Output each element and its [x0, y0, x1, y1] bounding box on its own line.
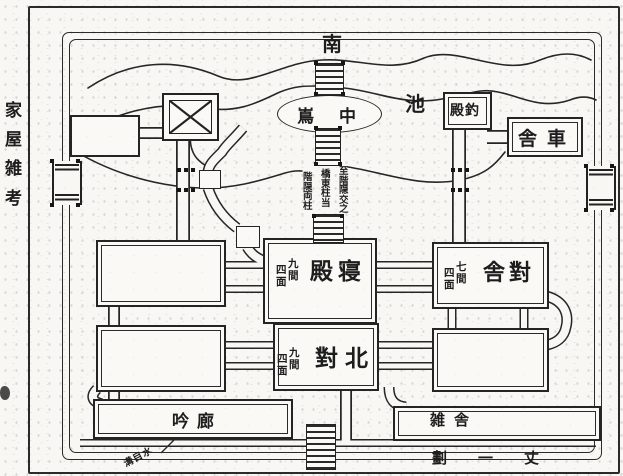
pillar-dot — [50, 203, 54, 207]
scale-bar — [306, 424, 336, 470]
shinden-note-left: 四面 — [276, 264, 287, 289]
building-kitanotai — [273, 323, 379, 391]
bridge-note-col-left: 階隠両柱 — [303, 172, 313, 212]
bridge-note-col-middle: 橋東柱当 — [321, 169, 331, 209]
pillar-dot — [177, 168, 181, 172]
pillar-dot — [191, 188, 195, 192]
building-shinden — [263, 238, 377, 324]
small-corridor-box-b — [236, 226, 260, 248]
building-east-tai-lower — [432, 328, 549, 392]
kitanotai-note-left: 四面 — [277, 353, 288, 378]
pillar-dot — [312, 214, 316, 218]
pillar-dot — [314, 126, 318, 130]
pillar-dot — [451, 188, 455, 192]
shinden-label: 殿寝 — [310, 258, 366, 285]
tainoya-note-left: 四面 — [444, 267, 455, 292]
pillar-dot — [451, 168, 455, 172]
pond-label: 池 — [405, 92, 425, 116]
bridge-note-col-right: 至階隠交之 — [339, 166, 349, 215]
pillar-dot — [584, 208, 588, 212]
crossed-pavilion-izumidono — [162, 93, 219, 141]
tsuridono-label: 殿釣 — [450, 103, 480, 119]
kitanotai-note-right: 九間 — [289, 347, 300, 372]
corridors — [78, 123, 598, 447]
small-west-outbuilding — [70, 115, 140, 157]
pillar-dot — [76, 159, 80, 163]
pillar-dot — [191, 168, 195, 172]
bottom-left-hall-label: 吟廊 — [172, 412, 222, 432]
pond-island — [277, 95, 382, 133]
small-corridor-box-a — [199, 170, 221, 189]
pillar-dot — [341, 61, 345, 65]
pillar-dot — [184, 168, 188, 172]
building-west-tai-lower — [96, 325, 226, 392]
scale-note: 劃一丈 — [432, 449, 571, 467]
pillar-dot — [314, 61, 318, 65]
compass-south-label: 南 — [322, 32, 342, 56]
west-gate — [52, 161, 82, 205]
pillar-dot — [465, 168, 469, 172]
pillar-dot — [610, 208, 614, 212]
water-note-leader-line — [160, 437, 177, 454]
pillar-dot — [76, 203, 80, 207]
building-west-tai-upper — [96, 240, 226, 307]
pillar-dot — [584, 164, 588, 168]
building-bottom-left-hall — [93, 399, 293, 439]
shinden-note-right: 九間 — [288, 258, 299, 283]
pillar-dot — [610, 164, 614, 168]
pillar-dot — [338, 162, 342, 166]
pillar-dot — [458, 168, 462, 172]
island-bridge-lower — [315, 128, 341, 166]
tainoya-note-right: 七間 — [456, 261, 467, 286]
tainoya-label: 舎對 — [483, 260, 536, 286]
outer-frame — [28, 6, 620, 474]
bottom-right-hall-label: 雑舎 — [430, 411, 479, 429]
x-cross-mark — [169, 100, 212, 134]
building-tainoya — [432, 242, 549, 309]
margin-book-title: 家屋雑考 — [5, 101, 22, 209]
pillar-dot — [340, 214, 344, 218]
island-bridge-upper — [315, 63, 344, 96]
building-tsuridono — [443, 92, 492, 130]
island-label: 嶌中 — [297, 107, 381, 127]
kurumayadori-label: 舎車 — [518, 128, 577, 150]
pillar-dot — [50, 159, 54, 163]
margin-smudge — [0, 386, 10, 400]
crossed-pavilion-inner — [169, 100, 212, 134]
building-kurumayadori — [507, 117, 583, 157]
pillar-dot — [458, 188, 462, 192]
pillar-dot — [314, 92, 318, 96]
shinden-front-stairs — [313, 214, 344, 243]
building-bottom-right-hall — [393, 406, 601, 441]
kitanotai-label: 對北 — [315, 345, 375, 372]
pillar-dot — [338, 126, 342, 130]
pillar-dot — [465, 188, 469, 192]
pillar-dot — [314, 162, 318, 166]
pillar-dot — [177, 188, 181, 192]
east-gate — [586, 166, 616, 210]
pillar-dot — [341, 92, 345, 96]
pillar-dot — [184, 188, 188, 192]
